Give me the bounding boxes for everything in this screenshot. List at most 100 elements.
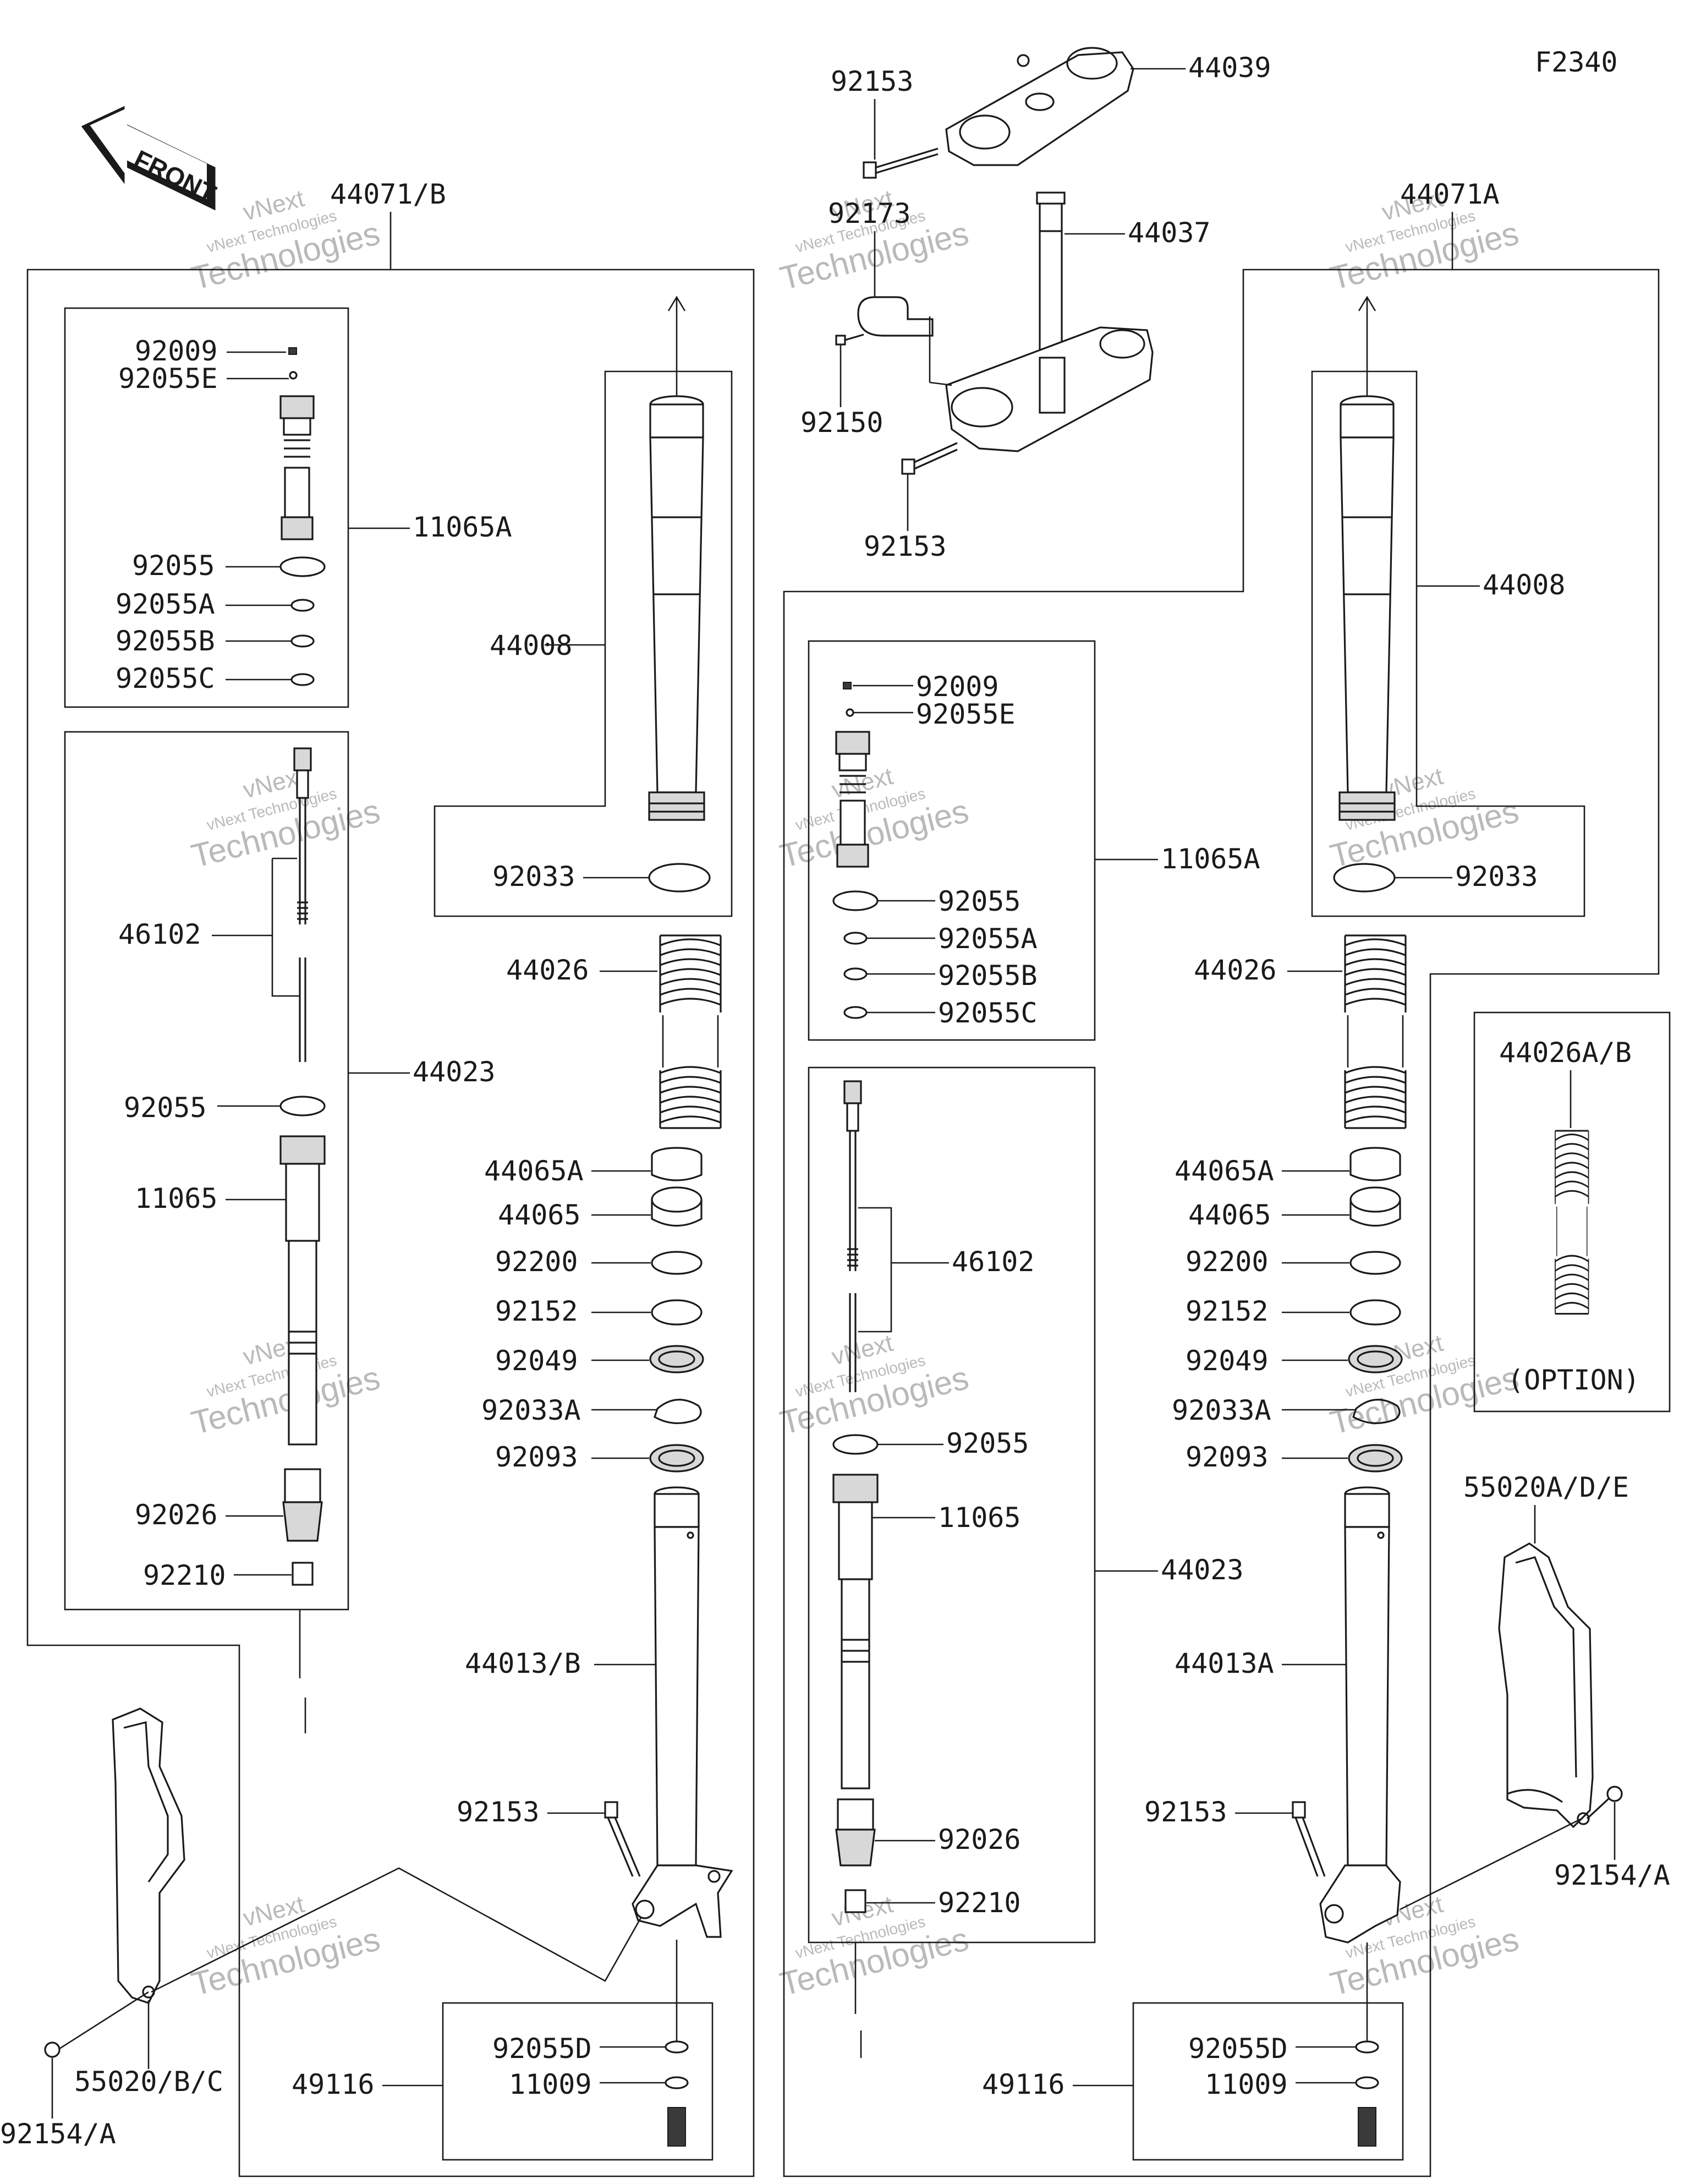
left-piston-92026 bbox=[282, 1468, 323, 1542]
label-r-92033: 92033 bbox=[1455, 861, 1538, 893]
label-r-49116: 49116 bbox=[982, 2068, 1065, 2100]
left-box-44023 bbox=[64, 731, 349, 1611]
label-l-55020bc: 55020/B/C bbox=[74, 2066, 223, 2098]
label-r-92093: 92093 bbox=[1186, 1441, 1269, 1473]
lower-bracket-44037 bbox=[945, 326, 1154, 452]
right-ring-92200 bbox=[1349, 1251, 1401, 1275]
left-oring-92055c bbox=[290, 673, 315, 686]
label-l-49116: 49116 bbox=[292, 2068, 375, 2100]
right-oring-92055d bbox=[1355, 2040, 1379, 2054]
left-box-11065a bbox=[64, 307, 349, 708]
left-nut-92210 bbox=[292, 1562, 314, 1586]
label-r-92009: 92009 bbox=[916, 671, 999, 703]
right-damper-valve bbox=[835, 682, 870, 868]
right-seal-92093 bbox=[1348, 1444, 1403, 1473]
right-piston-92026 bbox=[835, 1798, 876, 1866]
label-l-92055c: 92055C bbox=[116, 663, 215, 694]
label-l-11065a: 11065A bbox=[413, 511, 512, 543]
right-box-44023 bbox=[808, 1066, 1096, 1944]
left-valve-49116 bbox=[667, 2107, 686, 2147]
label-r-92200: 92200 bbox=[1186, 1246, 1269, 1278]
label-r-44013a: 44013A bbox=[1175, 1647, 1274, 1679]
label-44037: 44037 bbox=[1128, 217, 1211, 249]
label-l-44065: 44065 bbox=[498, 1199, 581, 1231]
right-inner-tube-44013a bbox=[1319, 1486, 1401, 1944]
left-box-49116 bbox=[442, 2002, 714, 2161]
left-seal-44065 bbox=[651, 1186, 703, 1227]
label-l-92200: 92200 bbox=[495, 1246, 578, 1278]
label-92153-lower: 92153 bbox=[864, 530, 947, 562]
left-oring-92055b bbox=[290, 634, 315, 648]
label-l-92152: 92152 bbox=[495, 1295, 578, 1327]
right-clip-92033a bbox=[1352, 1399, 1401, 1425]
label-l-92055r: 92055 bbox=[124, 1092, 207, 1124]
label-r-11009: 11009 bbox=[1205, 2068, 1288, 2100]
label-r-92153: 92153 bbox=[1144, 1796, 1227, 1828]
label-r-92026: 92026 bbox=[938, 1824, 1021, 1855]
label-l-92210: 92210 bbox=[143, 1559, 226, 1591]
left-cartridge-leader bbox=[299, 1610, 306, 1733]
left-assembly-outline bbox=[26, 269, 755, 2177]
clamp-92173 bbox=[857, 296, 952, 386]
label-92153-top: 92153 bbox=[831, 65, 914, 97]
right-fork-guard-55020ade bbox=[1498, 1542, 1594, 1829]
label-r-92055b: 92055B bbox=[938, 960, 1038, 992]
left-ring-92152 bbox=[651, 1299, 703, 1326]
label-l-92055d: 92055D bbox=[492, 2033, 592, 2065]
right-oring-11009 bbox=[1355, 2076, 1379, 2089]
right-guard-leader bbox=[1400, 1818, 1582, 1911]
label-l-92055e: 92055E bbox=[118, 363, 218, 395]
label-r-44065: 44065 bbox=[1188, 1199, 1271, 1231]
upper-bracket-44039 bbox=[945, 47, 1134, 166]
left-cartridge-11065 bbox=[279, 1135, 326, 1446]
left-bolt-92154a bbox=[44, 2041, 61, 2058]
label-l-92153: 92153 bbox=[457, 1796, 540, 1828]
right-seal-92049 bbox=[1348, 1345, 1403, 1373]
right-cartridge-11065 bbox=[832, 1474, 879, 1789]
label-r-92055e: 92055E bbox=[916, 698, 1016, 730]
bolt-92153-top bbox=[863, 147, 939, 179]
right-collar-44065a bbox=[1349, 1147, 1401, 1181]
right-box-11065a bbox=[808, 640, 1096, 1041]
bolt-92153-lower bbox=[901, 442, 958, 475]
right-cartridge-leader bbox=[854, 1942, 862, 2058]
label-l-44023: 44023 bbox=[413, 1056, 496, 1088]
left-box-44008 bbox=[434, 370, 733, 917]
label-l-44026: 44026 bbox=[506, 954, 589, 986]
label-r-92210: 92210 bbox=[938, 1887, 1021, 1919]
label-92173: 92173 bbox=[828, 198, 911, 229]
label-r-92055r: 92055 bbox=[946, 1427, 1029, 1459]
left-rod-46102 bbox=[293, 747, 312, 1062]
right-ring-92033 bbox=[1333, 863, 1396, 893]
left-ring-92200 bbox=[651, 1251, 703, 1275]
left-clip-92033a bbox=[654, 1399, 702, 1425]
label-r-92055d: 92055D bbox=[1188, 2033, 1288, 2065]
right-oring-92055c bbox=[843, 1006, 868, 1019]
left-collar-44065a bbox=[651, 1147, 703, 1181]
label-r-55020ade: 55020A/D/E bbox=[1463, 1471, 1629, 1503]
left-spring-44026 bbox=[659, 934, 722, 1129]
right-spring-44026 bbox=[1344, 934, 1407, 1129]
left-ring-92033 bbox=[648, 863, 711, 893]
label-92150: 92150 bbox=[800, 407, 884, 439]
label-r-46102: 46102 bbox=[952, 1246, 1035, 1278]
right-box-49116 bbox=[1132, 2002, 1404, 2161]
left-inner-tube-44013b bbox=[632, 1486, 733, 1938]
right-assembly-outline bbox=[783, 269, 1660, 2177]
left-guard-leader bbox=[151, 1867, 642, 1993]
right-valve-49116 bbox=[1358, 2107, 1376, 2147]
label-r-44026: 44026 bbox=[1194, 954, 1277, 986]
label-r-92154a: 92154/A bbox=[1554, 1859, 1670, 1891]
right-outer-tube-44008 bbox=[1338, 295, 1396, 821]
label-l-92033a: 92033A bbox=[481, 1394, 581, 1426]
label-r-11065a: 11065A bbox=[1161, 843, 1260, 875]
label-44071a: 44071A bbox=[1400, 178, 1500, 210]
label-44071b: 44071/B bbox=[330, 178, 446, 210]
right-ring-92152 bbox=[1349, 1299, 1401, 1326]
label-l-44065a: 44065A bbox=[484, 1155, 584, 1187]
left-seal-92093 bbox=[649, 1444, 704, 1473]
left-oring-92055 bbox=[279, 556, 326, 577]
right-seal-44065 bbox=[1349, 1186, 1401, 1227]
right-nut-92210 bbox=[844, 1889, 866, 1913]
